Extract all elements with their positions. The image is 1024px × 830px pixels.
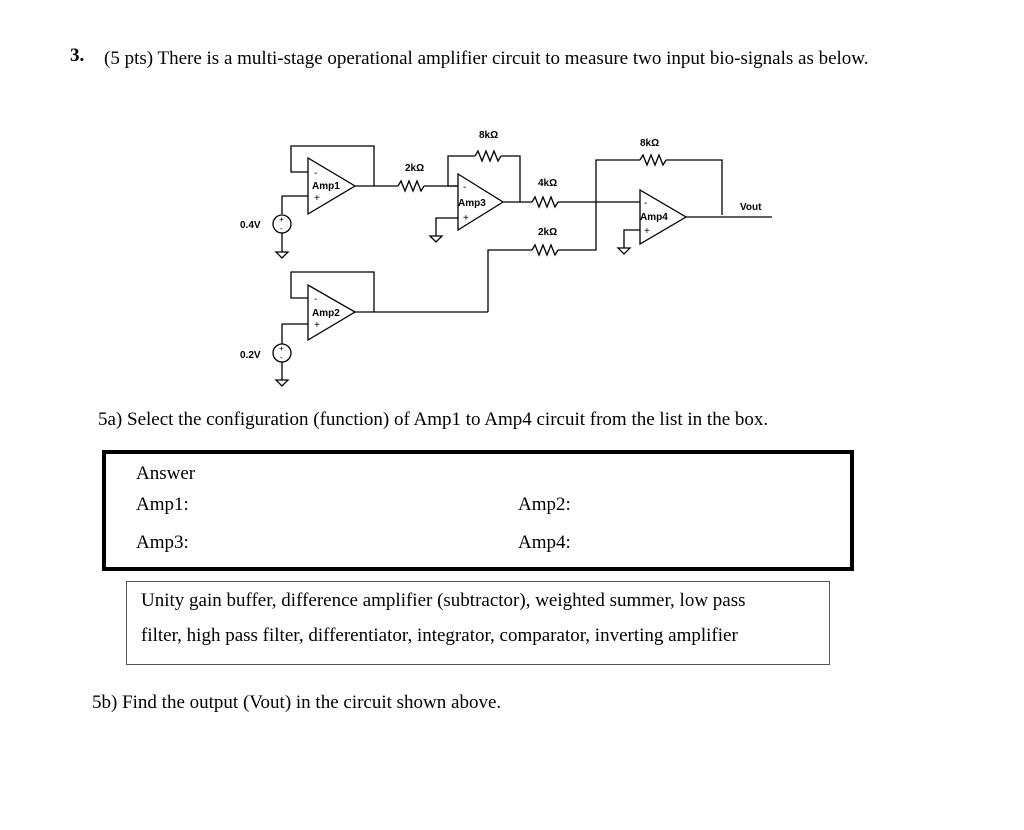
answer-amp3[interactable]: Amp3: (136, 532, 189, 553)
label-source-0.2v: 0.2V (240, 350, 261, 361)
source-0.2v (272, 343, 292, 387)
label-r-amp3-fb: 8kΩ (479, 130, 498, 141)
resistor-8k-amp4-fb (639, 153, 667, 167)
question-5b: 5b) Find the output (Vout) in the circui… (92, 692, 502, 713)
label-amp4: Amp4 (640, 212, 668, 223)
options-box: Unity gain buffer, difference amplifier … (126, 581, 830, 665)
question-number: 3. (70, 45, 85, 66)
amp4-minus: - (644, 198, 647, 209)
resistor-2k-amp4-in (531, 243, 559, 257)
label-r-amp4-in-b: 2kΩ (538, 227, 557, 238)
amp4-opamp (639, 188, 688, 246)
amp1-minus: - (314, 168, 317, 179)
amp2-opamp (307, 283, 357, 342)
resistor-4k-amp4-in (531, 195, 559, 209)
options-line-2: filter, high pass filter, differentiator… (141, 625, 738, 646)
amp2-minus: - (314, 294, 317, 305)
resistor-2k-amp3-in (397, 179, 425, 193)
label-r-amp4-fb: 8kΩ (640, 138, 659, 149)
answer-heading: Answer (136, 463, 196, 484)
source-0.4v (272, 214, 292, 259)
source-0.4v-plus: + (279, 215, 284, 224)
amp2-feedback-wire (290, 271, 375, 312)
answer-box: Answer Amp1: Amp2: Amp3: Amp4: (102, 450, 854, 571)
resistor-8k-amp3-fb (474, 149, 502, 163)
amp3-opamp (457, 172, 505, 232)
label-r-amp4-in-a: 4kΩ (538, 178, 557, 189)
options-line-1: Unity gain buffer, difference amplifier … (141, 590, 746, 611)
answer-amp1[interactable]: Amp1: (136, 494, 189, 515)
amp3-minus: - (463, 182, 466, 193)
amp1-plus: + (314, 193, 320, 204)
label-amp3: Amp3 (458, 198, 486, 209)
label-amp1: Amp1 (312, 181, 340, 192)
label-amp2: Amp2 (312, 308, 340, 319)
amp3-plus: + (463, 213, 469, 224)
amp1-feedback-wire (290, 145, 375, 186)
label-source-0.4v: 0.4V (240, 220, 261, 231)
label-vout: Vout (740, 202, 762, 213)
label-r-amp1-in: 2kΩ (405, 163, 424, 174)
question-5a: 5a) Select the configuration (function) … (98, 409, 769, 430)
source-0.2v-plus: + (279, 344, 284, 353)
source-0.2v-minus: - (280, 353, 283, 362)
answer-amp4[interactable]: Amp4: (518, 532, 571, 553)
answer-amp2[interactable]: Amp2: (518, 494, 571, 515)
question-text: (5 pts) There is a multi-stage operation… (104, 48, 869, 69)
source-0.4v-minus: - (280, 224, 283, 233)
amp2-plus: + (314, 320, 320, 331)
amp1-opamp (307, 156, 357, 216)
amp4-plus: + (644, 226, 650, 237)
circuit-diagram: 8kΩ 8kΩ 2kΩ 4kΩ 2kΩ Amp1 Amp2 Amp3 Amp4 … (240, 130, 772, 387)
